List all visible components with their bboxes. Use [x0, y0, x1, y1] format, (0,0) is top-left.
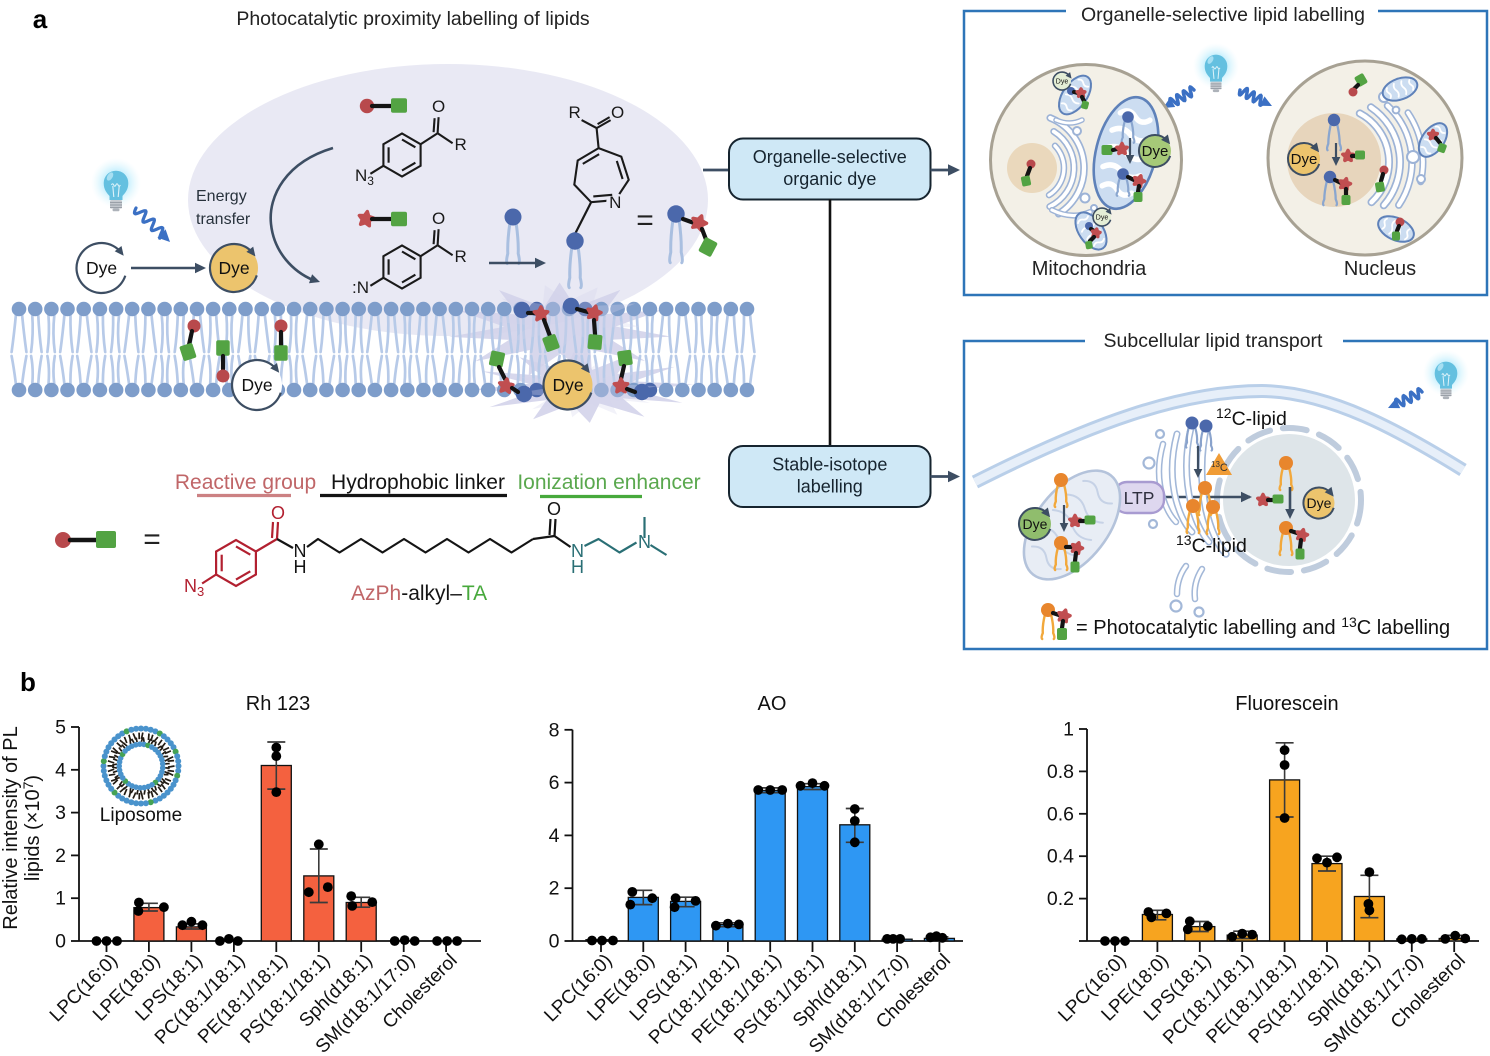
svg-text:2: 2 — [549, 878, 560, 900]
svg-text:2: 2 — [55, 845, 66, 867]
svg-text:0.4: 0.4 — [1047, 846, 1074, 868]
svg-text:8: 8 — [549, 719, 560, 741]
svg-text:Dye: Dye — [1307, 495, 1332, 511]
svg-text:Hydrophobic linker: Hydrophobic linker — [331, 471, 505, 494]
svg-text:b: b — [20, 667, 36, 697]
svg-text:O: O — [547, 499, 561, 519]
svg-text:LTP: LTP — [1124, 488, 1155, 508]
svg-text:Liposome: Liposome — [100, 805, 182, 826]
svg-text:N: N — [609, 193, 621, 212]
svg-text:labelling: labelling — [797, 477, 863, 497]
svg-text:3: 3 — [55, 802, 66, 824]
svg-text:N: N — [571, 541, 584, 561]
svg-text:0: 0 — [549, 931, 560, 953]
svg-text:O: O — [432, 97, 445, 116]
svg-text:=: = — [636, 204, 654, 237]
svg-text:Subcellular lipid transport: Subcellular lipid transport — [1104, 330, 1324, 352]
svg-text:N3: N3 — [184, 576, 204, 599]
svg-text:AzPh-alkyl–TA: AzPh-alkyl–TA — [351, 582, 487, 605]
svg-text:transfer: transfer — [196, 211, 251, 228]
svg-text:Dye: Dye — [1023, 516, 1048, 532]
svg-text:4: 4 — [549, 825, 560, 847]
svg-text:organic dye: organic dye — [783, 169, 876, 189]
svg-text:a: a — [33, 4, 48, 34]
svg-text:13C-lipid: 13C-lipid — [1176, 532, 1247, 557]
svg-text:Relative intensity of PL: Relative intensity of PL — [0, 726, 22, 929]
svg-text:N: N — [638, 532, 651, 552]
svg-text:Nucleus: Nucleus — [1344, 258, 1416, 280]
svg-text:Ionization enhancer: Ionization enhancer — [517, 471, 700, 494]
svg-text:0.8: 0.8 — [1047, 761, 1074, 783]
svg-text::N: :N — [352, 278, 369, 297]
svg-text:Dye: Dye — [1142, 143, 1169, 160]
svg-text:H: H — [571, 557, 584, 577]
svg-text:6: 6 — [549, 772, 560, 794]
svg-text:R: R — [454, 247, 466, 266]
svg-text:lipids (×107): lipids (×107) — [20, 775, 44, 881]
svg-text:Fluorescein: Fluorescein — [1235, 693, 1338, 715]
svg-text:=: = — [143, 523, 161, 556]
svg-text:Dye: Dye — [552, 375, 583, 395]
svg-text:Dye: Dye — [1056, 79, 1069, 86]
svg-text:4: 4 — [55, 759, 66, 781]
svg-text:= Photocatalytic labelling and: = Photocatalytic labelling and 13C label… — [1076, 614, 1450, 639]
svg-text:Dye: Dye — [218, 258, 249, 278]
svg-text:5: 5 — [55, 717, 66, 739]
svg-text:12C-lipid: 12C-lipid — [1216, 405, 1287, 430]
svg-text:AO: AO — [758, 693, 787, 715]
svg-text:0: 0 — [55, 931, 66, 953]
svg-text:R: R — [454, 135, 466, 154]
svg-text:Energy: Energy — [196, 188, 247, 205]
svg-text:Mitochondria: Mitochondria — [1032, 258, 1147, 280]
svg-text:Organelle-selective: Organelle-selective — [753, 147, 907, 167]
svg-text:Dye: Dye — [241, 375, 272, 395]
svg-text:Stable-isotope: Stable-isotope — [772, 455, 887, 475]
svg-text:O: O — [611, 103, 624, 122]
svg-text:O: O — [271, 503, 285, 523]
svg-text:Reactive group: Reactive group — [175, 471, 316, 494]
svg-text:H: H — [294, 557, 307, 577]
svg-text:Organelle-selective lipid labe: Organelle-selective lipid labelling — [1081, 4, 1365, 26]
svg-text:1: 1 — [1063, 719, 1074, 741]
svg-text:Dye: Dye — [1096, 214, 1109, 221]
svg-text:13C: 13C — [1211, 460, 1228, 474]
svg-text:Dye: Dye — [1291, 151, 1318, 168]
svg-text:0.2: 0.2 — [1047, 888, 1074, 910]
svg-text:Dye: Dye — [86, 258, 117, 278]
svg-text:O: O — [432, 209, 445, 228]
svg-text:Photocatalytic proximity label: Photocatalytic proximity labelling of li… — [236, 8, 590, 30]
svg-text:N: N — [294, 541, 307, 561]
svg-text:Rh 123: Rh 123 — [246, 693, 311, 715]
svg-text:1: 1 — [55, 888, 66, 910]
svg-text:0.6: 0.6 — [1047, 803, 1074, 825]
svg-text:R: R — [568, 103, 580, 122]
